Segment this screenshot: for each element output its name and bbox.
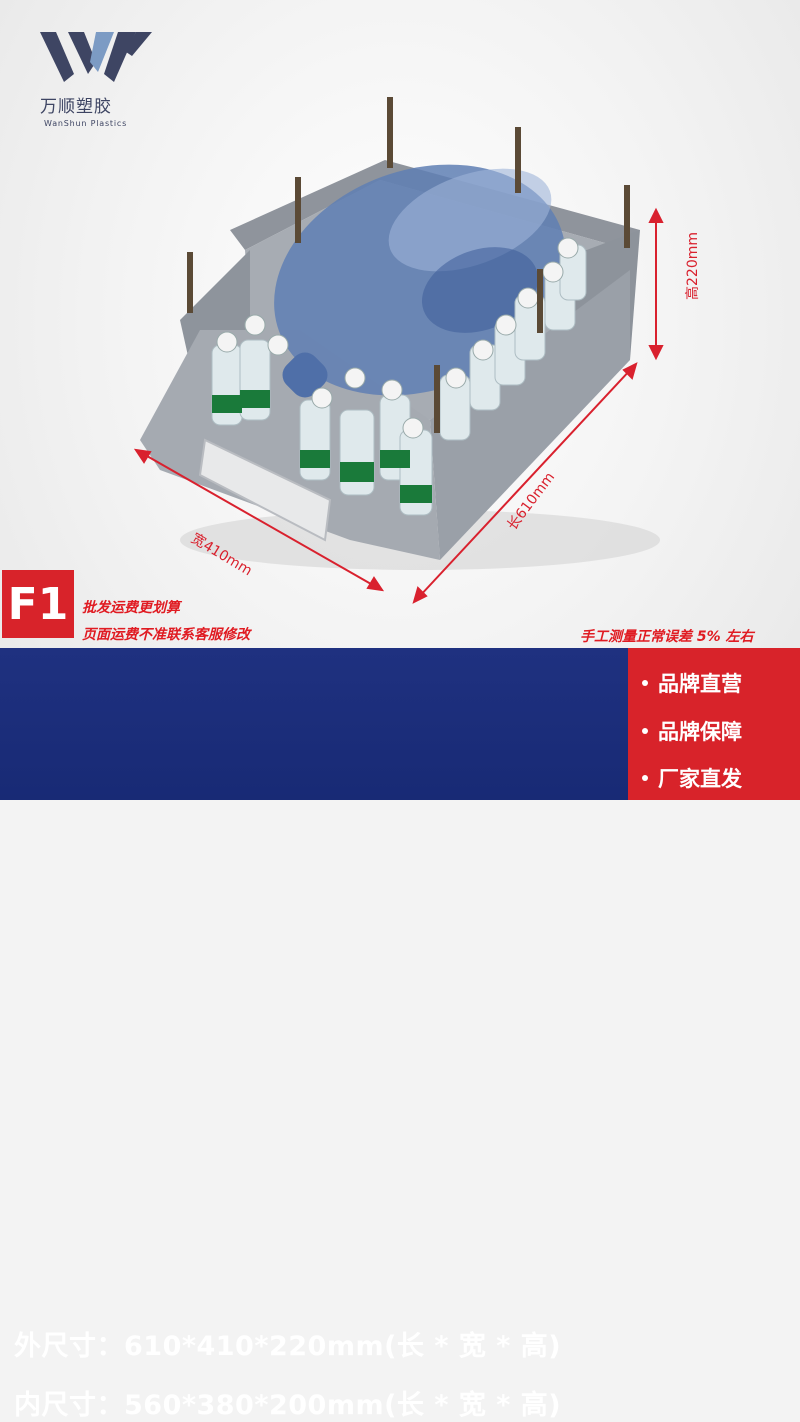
brand-name-en: WanShun Plastics [44,119,128,128]
tolerance-note: 手工测量正常误差 5% 左右 [580,629,754,645]
model-badge: F1 [2,570,74,638]
storage-bin-illustration [133,97,664,604]
inner-dimensions: 内尺寸：560*380*200mm(长 * 宽 * 高) [14,1390,562,1421]
shipping-note-1: 批发运费更划算 [82,600,180,616]
water-jug-illustration [274,164,566,398]
wanshun-logo-icon [40,32,152,82]
spec-bar: 外尺寸：610*410*220mm(长 * 宽 * 高) 内尺寸：560*380… [0,648,628,1421]
brand-name-cn: 万顺塑胶 [40,97,112,117]
feature-item: 厂家直发 [642,763,742,793]
feature-item: 品牌保障 [642,716,742,746]
feature-text: 品牌保障 [658,720,742,744]
bullet-icon [642,728,648,734]
feature-text: 品牌直营 [658,672,742,696]
feature-panel: 品牌直营 品牌保障 厂家直发 [628,648,800,800]
outer-dimensions: 外尺寸：610*410*220mm(长 * 宽 * 高) [14,1331,562,1362]
feature-item: 品牌直营 [642,668,742,698]
feature-text: 厂家直发 [658,767,742,791]
bullet-icon [642,775,648,781]
shipping-note-2: 页面运费不准联系客服修改 [82,627,250,643]
bullet-icon [642,680,648,686]
height-dimension-label: 高220mm [685,232,701,300]
